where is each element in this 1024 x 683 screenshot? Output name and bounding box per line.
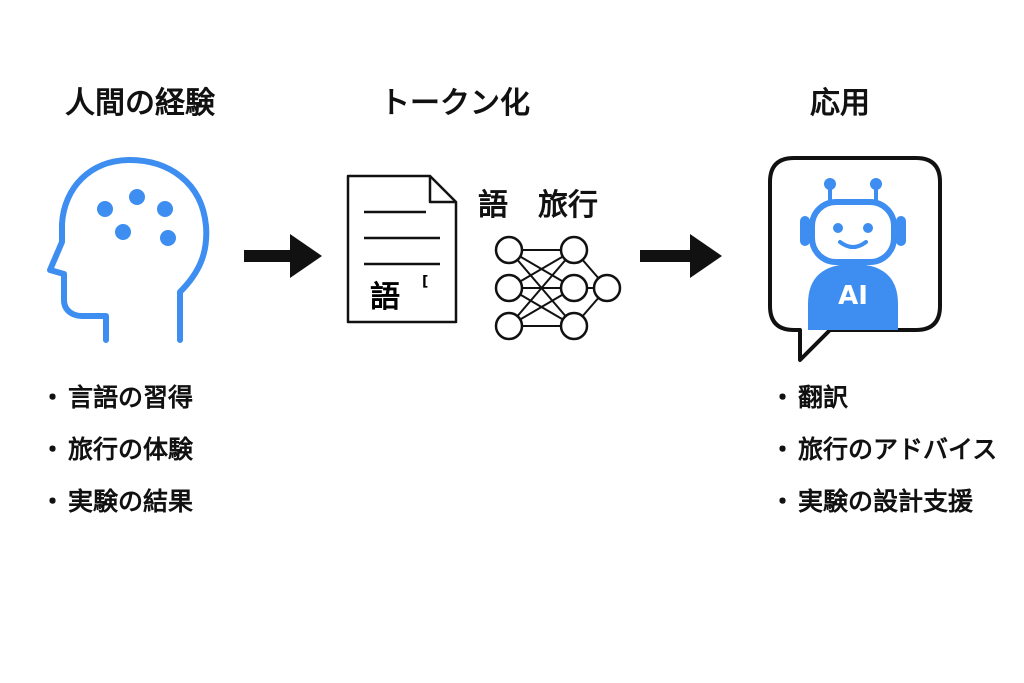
heading-tokenization: トークン化 [380, 86, 530, 121]
human-experience-list: ・言語の習得 ・旅行の体験 ・実験の結果 [40, 372, 193, 528]
heading-application: 応用 [810, 86, 870, 121]
list-item: ・実験の結果 [40, 476, 193, 528]
bullet: ・ [770, 383, 796, 412]
list-item-label: 翻訳 [798, 383, 849, 412]
list-item: ・旅行のアドバイス [770, 424, 997, 476]
token-label: 語 旅行 [478, 188, 598, 223]
robot-ai-label: AI [838, 281, 868, 311]
list-item: ・翻訳 [770, 372, 997, 424]
document-bracket: [ [422, 274, 428, 290]
bullet: ・ [40, 435, 66, 464]
robot-chat-icon: AI [768, 156, 942, 362]
bullet: ・ [40, 383, 66, 412]
list-item-label: 旅行のアドバイス [798, 435, 998, 464]
document-icon: 語 [ [346, 174, 458, 324]
list-item-label: 実験の結果 [68, 487, 194, 516]
list-item-label: 旅行の体験 [68, 435, 194, 464]
head-brain-icon [47, 157, 210, 343]
list-item: ・実験の設計支援 [770, 476, 997, 528]
bullet: ・ [770, 435, 796, 464]
list-item-label: 言語の習得 [68, 383, 194, 412]
bullet: ・ [40, 487, 66, 516]
document-glyph: 語 [370, 280, 400, 315]
arrow-right-icon [640, 234, 722, 278]
neural-network-icon [494, 235, 622, 341]
list-item: ・言語の習得 [40, 372, 193, 424]
application-list: ・翻訳 ・旅行のアドバイス ・実験の設計支援 [770, 372, 997, 528]
heading-human-experience: 人間の経験 [65, 86, 215, 121]
bullet: ・ [770, 487, 796, 516]
list-item-label: 実験の設計支援 [798, 487, 974, 516]
list-item: ・旅行の体験 [40, 424, 193, 476]
arrow-right-icon [244, 234, 322, 278]
